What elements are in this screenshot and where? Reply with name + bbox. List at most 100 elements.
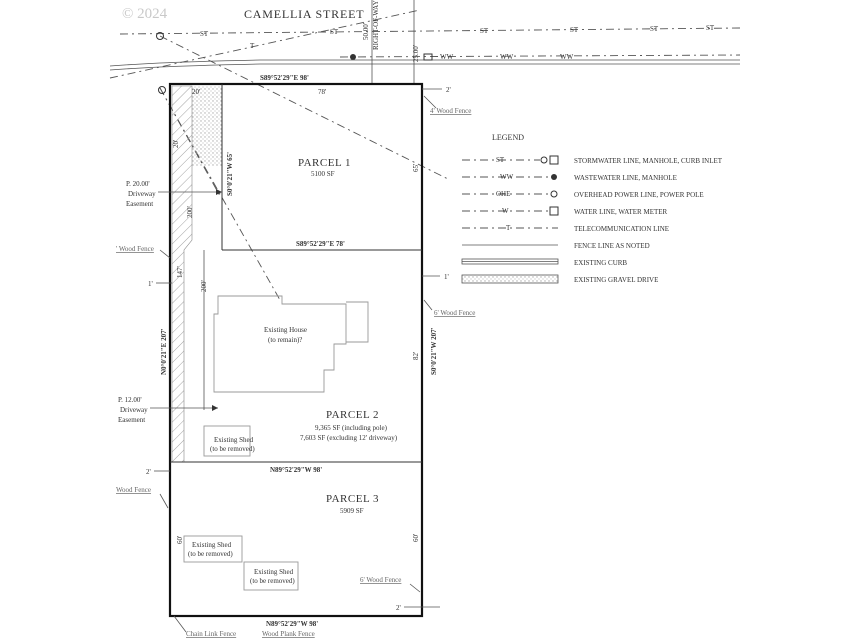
fence-label-wood-plank: Wood Plank Fence: [262, 630, 315, 638]
svg-text:7,603 SF (excluding 12' drivew: 7,603 SF (excluding 12' driveway): [300, 434, 398, 442]
legend-item-telecom: T TELECOMMUNICATION LINE: [462, 224, 669, 233]
dim-west-20: 20': [172, 140, 180, 148]
offset-right-1: 1': [444, 273, 449, 281]
property-boundary: [168, 82, 424, 618]
svg-text:(to be removed): (to be removed): [188, 550, 233, 558]
fence-label-6ft-wood-mid: 6' Wood Fence: [434, 309, 475, 317]
curb-inlet-icon: [549, 155, 559, 165]
svg-text:(to be removed): (to be removed): [210, 445, 255, 453]
parcel-1-label: PARCEL 1 5100 SF: [298, 157, 351, 178]
svg-text:STORMWATER LINE, MANHOLE, CURB: STORMWATER LINE, MANHOLE, CURB INLET: [574, 157, 723, 165]
svg-text:Driveway: Driveway: [128, 190, 156, 198]
easement-12ft-label: P. 12.00' Driveway Easement: [118, 396, 218, 424]
west-inner-bearing: S0°0'21"W 65': [226, 152, 234, 196]
svg-text:P. 20.00': P. 20.00': [126, 180, 150, 188]
offset-top-right: 2': [446, 86, 451, 94]
existing-shed-2: Existing Shed (to be removed): [183, 535, 243, 563]
svg-text:EXISTING GRAVEL DRIVE: EXISTING GRAVEL DRIVE: [574, 276, 658, 284]
north-line-bearing: S89°52'29"E 98': [260, 74, 309, 82]
svg-text:Driveway: Driveway: [120, 406, 148, 414]
svg-text:Existing Shed: Existing Shed: [214, 436, 254, 444]
svg-text:Easement: Easement: [118, 416, 145, 424]
water-meter-icon: [549, 206, 559, 216]
legend-title: LEGEND: [492, 133, 524, 142]
svg-text:(to be removed): (to be removed): [250, 577, 295, 585]
svg-text:25.00': 25.00': [412, 45, 420, 62]
svg-text:Existing Shed: Existing Shed: [192, 541, 232, 549]
power-pole-icon: [158, 86, 166, 94]
svg-text:WW: WW: [440, 53, 454, 61]
fence-label-wood-left: ' Wood Fence: [116, 245, 154, 253]
svg-text:9,365 SF (including pole): 9,365 SF (including pole): [315, 424, 388, 432]
legend-item-stormwater: ST STORMWATER LINE, MANHOLE, CURB INLET: [462, 155, 723, 165]
svg-text:P. 12.00': P. 12.00': [118, 396, 142, 404]
dim-top-78: 78': [318, 88, 326, 96]
svg-text:ST: ST: [496, 156, 505, 164]
svg-text:ST: ST: [570, 26, 579, 34]
legend-item-fence: FENCE LINE AS NOTED: [462, 242, 650, 250]
dim-west-r2: 200': [200, 280, 208, 292]
svg-text:PARCEL 2: PARCEL 2: [326, 409, 379, 421]
fence-label-wood-left2: Wood Fence: [116, 486, 151, 494]
svg-text:T: T: [250, 42, 255, 50]
manhole-icon: [540, 156, 548, 164]
svg-text:WW: WW: [500, 173, 514, 181]
parcel-3-label: PARCEL 3 5909 SF: [326, 493, 379, 515]
dim-west-r1: 200': [186, 206, 194, 218]
parcel2-south-bearing: N89°52'29"W 98': [270, 466, 322, 474]
svg-text:WASTEWATER LINE, MANHOLE: WASTEWATER LINE, MANHOLE: [574, 174, 677, 182]
fence-label-6ft-wood-bot: 6' Wood Fence: [360, 576, 401, 584]
offset-left-1: 1': [148, 280, 153, 288]
dim-top-20: 20': [192, 88, 200, 96]
svg-text:WATER LINE, WATER METER: WATER LINE, WATER METER: [574, 208, 668, 216]
parcel1-south-bearing: S89°52'29"E 78': [296, 240, 345, 248]
svg-text:ST: ST: [330, 28, 339, 36]
legend-item-gravel: EXISTING GRAVEL DRIVE: [461, 274, 658, 284]
legend-item-wastewater: WW WASTEWATER LINE, MANHOLE: [462, 173, 677, 182]
offset-left-2: 2': [146, 468, 151, 476]
easement-20ft-label: P. 20.00' Driveway Easement: [126, 180, 222, 208]
existing-curb: [109, 59, 740, 71]
svg-text:EXISTING CURB: EXISTING CURB: [574, 259, 627, 267]
svg-text:PARCEL 1: PARCEL 1: [298, 157, 351, 169]
legend-item-curb: EXISTING CURB: [461, 258, 627, 267]
svg-text:W: W: [502, 207, 509, 215]
existing-shed-3: Existing Shed (to be removed): [243, 561, 299, 591]
dim-west-147: 147': [176, 266, 184, 278]
svg-text:TELECOMMUNICATION LINE: TELECOMMUNICATION LINE: [574, 225, 669, 233]
manhole-icon: [551, 174, 557, 180]
dim-east-60: 60': [412, 534, 420, 542]
telecom-line: T: [109, 9, 421, 79]
fence-label-4ft-wood: 4' Wood Fence: [430, 107, 471, 115]
svg-text:RIGHT-OF-WAY: RIGHT-OF-WAY: [372, 0, 380, 50]
svg-text:5909 SF: 5909 SF: [340, 507, 364, 515]
existing-house: Existing House (to remain)?: [213, 295, 369, 393]
svg-text:WW: WW: [560, 53, 574, 61]
gravel-drive: [192, 86, 222, 166]
street-name: CAMELLIA STREET: [244, 7, 364, 21]
svg-text:ST: ST: [200, 30, 209, 38]
power-pole-icon: [550, 190, 558, 198]
svg-text:FENCE LINE AS NOTED: FENCE LINE AS NOTED: [574, 242, 650, 250]
west-line-bearing: N0°0'21"E 207': [160, 328, 168, 375]
legend: LEGEND ST STORMWATER LINE, MANHOLE, CURB…: [461, 133, 723, 284]
east-line-bearing: S0°0'21"W 207': [430, 327, 438, 375]
svg-text:WW: WW: [500, 53, 514, 61]
parcel-2-label: PARCEL 2 9,365 SF (including pole) 7,603…: [300, 409, 398, 442]
legend-item-water: W WATER LINE, WATER METER: [462, 206, 668, 216]
dim-east-65: 65': [412, 164, 420, 172]
offset-bottom-right-2: 2': [396, 604, 401, 612]
dim-west-60: 60': [176, 536, 184, 544]
svg-text:OVERHEAD POWER LINE, POWER POL: OVERHEAD POWER LINE, POWER POLE: [574, 191, 704, 199]
svg-text:Existing House: Existing House: [264, 326, 307, 334]
south-line-bearing: N89°52'29"W 98': [266, 620, 318, 628]
power-pole-icon: [156, 32, 164, 40]
fence-label-chain-link: Chain Link Fence: [186, 630, 236, 638]
legend-item-power: OHE OVERHEAD POWER LINE, POWER POLE: [462, 190, 704, 199]
existing-shed-1: Existing Shed (to be removed): [203, 425, 255, 457]
svg-text:ST: ST: [706, 24, 715, 32]
svg-text:PARCEL 3: PARCEL 3: [326, 493, 379, 505]
svg-text:ST: ST: [480, 27, 489, 35]
svg-text:ST: ST: [650, 25, 659, 33]
